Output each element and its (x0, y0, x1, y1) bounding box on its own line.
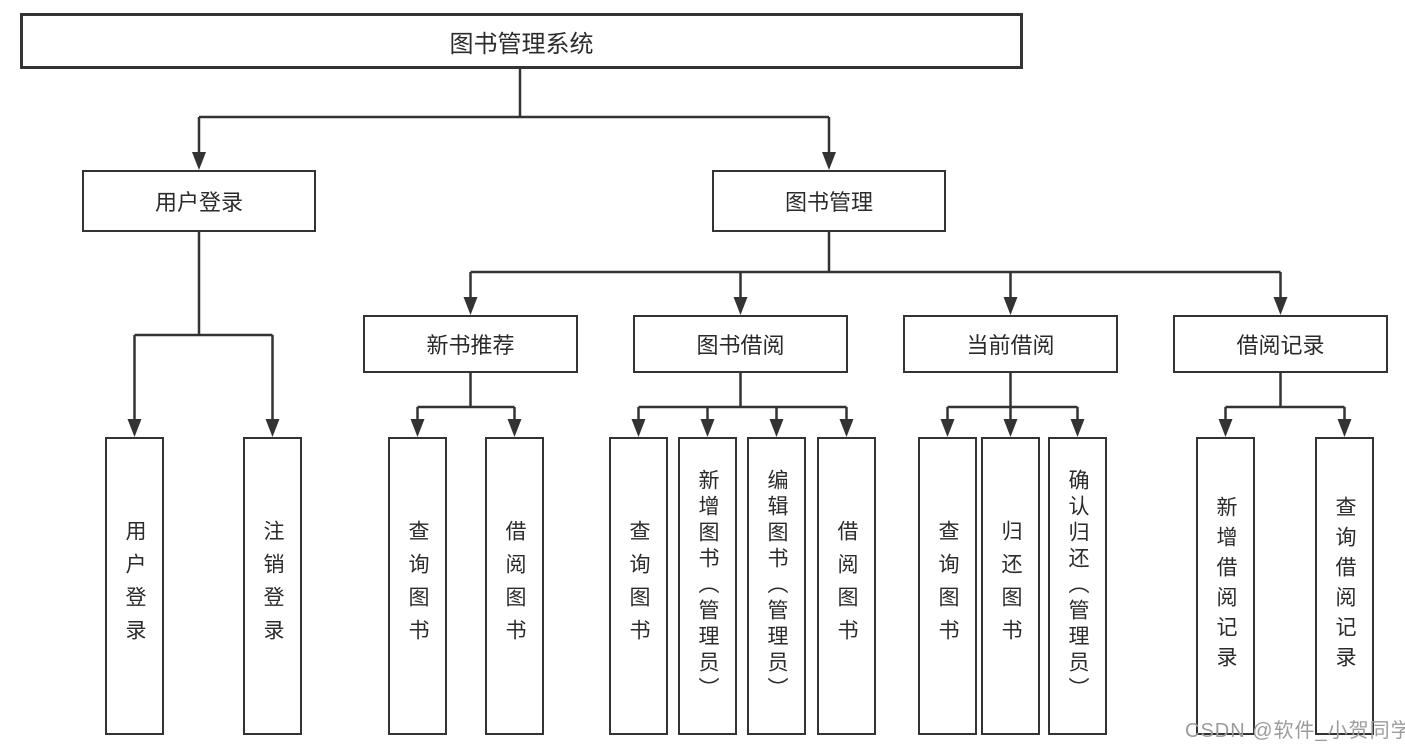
leaf-bb-borrow-books: 借阅图书 (817, 437, 876, 735)
node-label: 当前借阅 (966, 333, 1055, 358)
leaf-bb-edit-books-admin: 编辑图书（管理员） (747, 437, 806, 735)
leaf-label: 用户登录 (123, 520, 146, 652)
leaf-br-add-record: 新增借阅记录 (1196, 437, 1255, 735)
csdn-watermark: CSDN @软件_小贺同学 (1185, 720, 1405, 742)
leaf-logout: 注销登录 (243, 437, 302, 735)
node-book-management: 图书管理 (712, 170, 946, 232)
leaf-label: 借阅图书 (503, 520, 526, 652)
leaf-label: 注销登录 (261, 520, 284, 652)
leaf-cb-query-books: 查询图书 (918, 437, 977, 735)
leaf-label: 借阅图书 (835, 520, 858, 652)
leaf-label: 新增图书（管理员） (696, 469, 719, 703)
leaf-label: 新增借阅记录 (1214, 496, 1237, 676)
leaf-label: 归还图书 (999, 520, 1022, 652)
leaf-nb-borrow-books: 借阅图书 (485, 437, 544, 735)
leaf-nb-query-books: 查询图书 (388, 437, 447, 735)
leaf-bb-query-books: 查询图书 (609, 437, 668, 735)
node-label: 图书管理 (784, 190, 873, 215)
node-label: 用户登录 (154, 190, 243, 215)
leaf-label: 查询借阅记录 (1333, 496, 1356, 676)
node-book-borrowing: 图书借阅 (633, 315, 848, 373)
arrowheads (127, 152, 1352, 437)
leaf-br-query-record: 查询借阅记录 (1315, 437, 1374, 735)
node-current-borrowing: 当前借阅 (903, 315, 1118, 373)
node-user-login: 用户登录 (82, 170, 316, 232)
leaf-label: 查询图书 (627, 520, 650, 652)
node-label: 新书推荐 (426, 333, 515, 358)
connector-paths (133, 68, 1346, 421)
node-new-book-recommendation: 新书推荐 (363, 315, 578, 373)
leaf-cb-confirm-return-admin: 确认归还（管理员） (1048, 437, 1107, 735)
leaf-label: 编辑图书（管理员） (765, 469, 788, 703)
leaf-label: 查询图书 (406, 520, 429, 652)
node-label: 借阅记录 (1236, 333, 1325, 358)
node-label: 图书管理系统 (449, 30, 594, 58)
leaf-label: 确认归还（管理员） (1066, 469, 1089, 703)
leaf-bb-add-books-admin: 新增图书（管理员） (678, 437, 737, 735)
node-label: 图书借阅 (696, 333, 785, 358)
node-system-root: 图书管理系统 (20, 13, 1023, 69)
node-borrowing-records: 借阅记录 (1173, 315, 1388, 373)
leaf-label: 查询图书 (936, 520, 959, 652)
leaf-cb-return-books: 归还图书 (981, 437, 1040, 735)
leaf-user-login: 用户登录 (105, 437, 164, 735)
